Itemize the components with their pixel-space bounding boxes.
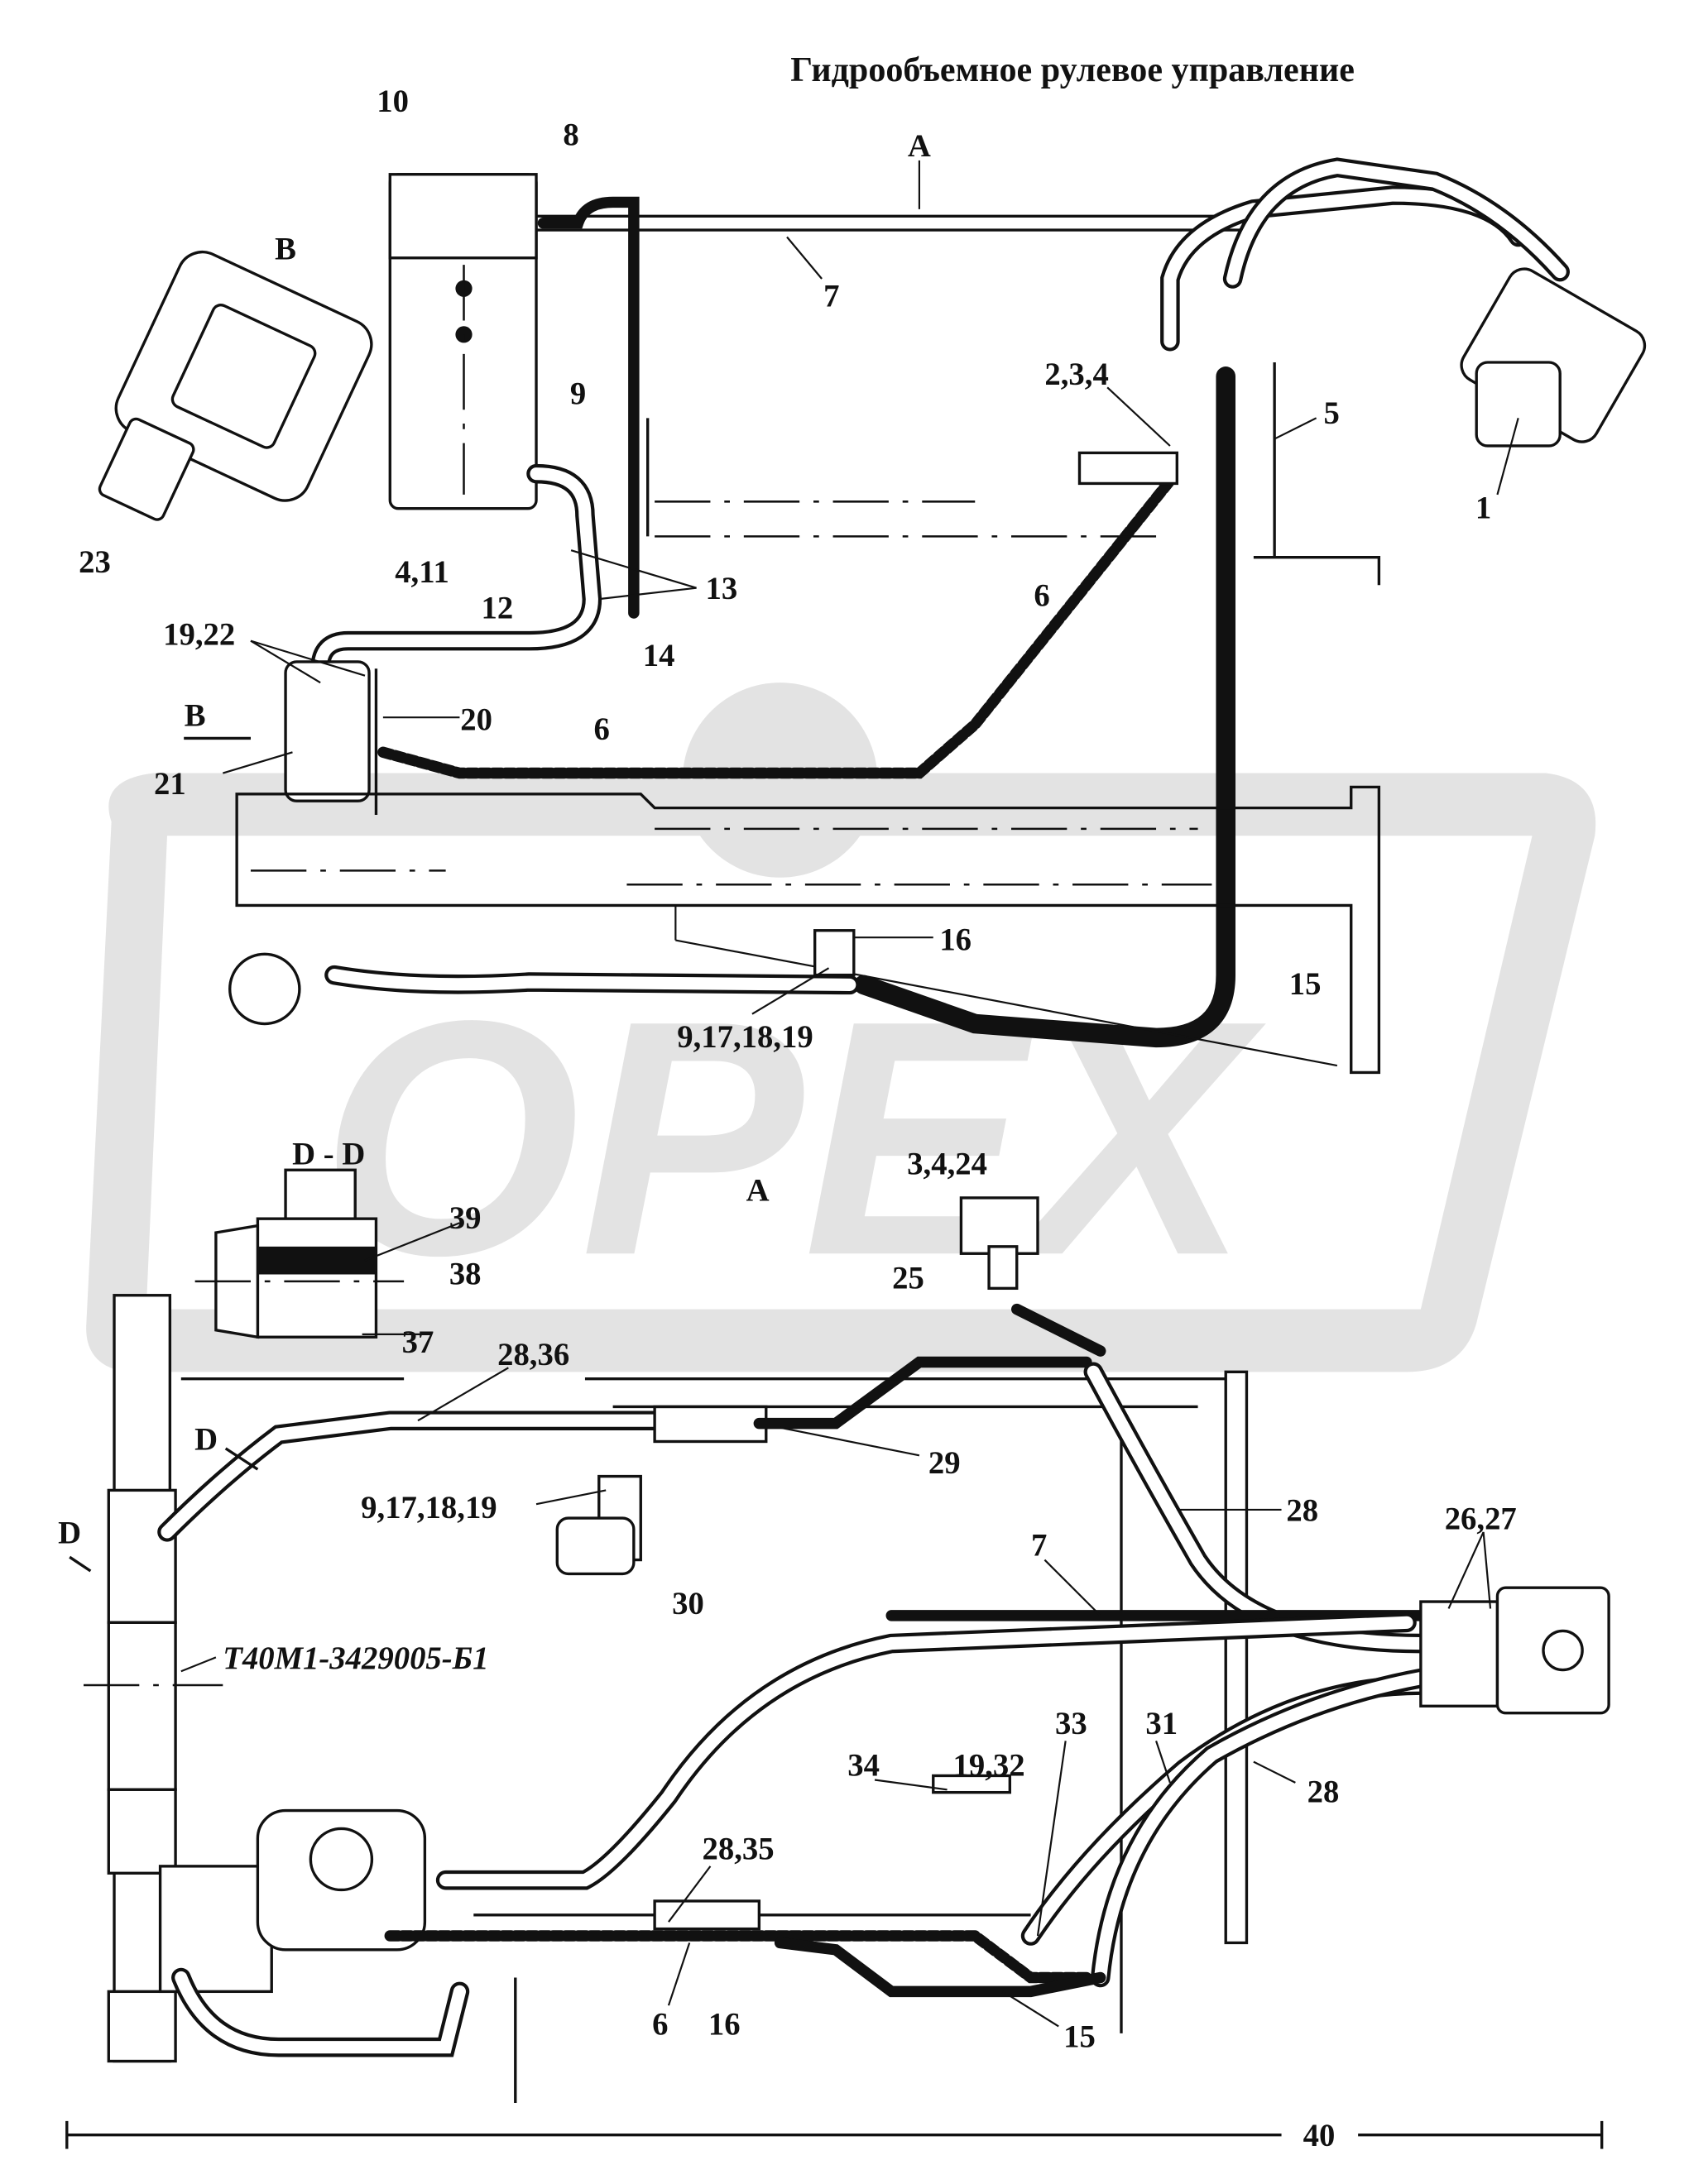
callout-37: 37	[402, 1325, 434, 1360]
callout-6: 6	[1034, 579, 1049, 614]
callout-9: 9	[570, 376, 586, 411]
callout-29: 29	[928, 1446, 961, 1481]
callout-20: 20	[460, 702, 492, 737]
view-a-marker: А	[908, 129, 931, 164]
assembly-designation: Т40М1-3429005-Б1	[223, 1641, 488, 1676]
callout-13: 13	[706, 572, 738, 606]
callout-1: 1	[1475, 491, 1491, 526]
callout-2-3-4: 2,3,4	[1044, 357, 1108, 392]
callout-28: 28	[1286, 1493, 1318, 1528]
callout-34: 34	[847, 1748, 880, 1783]
callout-25: 25	[892, 1261, 924, 1296]
top-assembly	[98, 157, 1647, 1075]
bottom-assembly	[83, 1294, 1610, 2104]
callout-12: 12	[482, 592, 514, 626]
callout-28b: 28	[1307, 1774, 1340, 1809]
callout-39: 39	[449, 1201, 482, 1236]
callout-9-17-18-19b: 9,17,18,19	[361, 1491, 497, 1525]
callout-23: 23	[79, 545, 111, 580]
callout-28-35: 28,35	[703, 1832, 775, 1866]
section-d-d-title: D - D	[292, 1138, 365, 1172]
callouts: 10 8 7 2,3,4 5 9 1 23 4,11 13 6 12 19,22…	[58, 84, 1517, 2055]
callout-10: 10	[377, 84, 409, 119]
callout-19-32: 19,32	[953, 1748, 1025, 1783]
callout-6c: 6	[652, 2008, 668, 2043]
callout-31: 31	[1145, 1707, 1178, 1741]
page-title: Гидрообъемное рулевое управление	[790, 51, 1355, 89]
callout-15b: 15	[1063, 2020, 1096, 2055]
callout-30: 30	[672, 1587, 704, 1621]
callout-21: 21	[154, 767, 186, 802]
callout-16: 16	[939, 922, 972, 957]
callout-3-4-24: 3,4,24	[907, 1147, 987, 1181]
callout-9-17-18-19: 9,17,18,19	[677, 1020, 813, 1055]
callout-15: 15	[1289, 967, 1322, 1002]
view-a-title: А	[746, 1173, 770, 1208]
callout-14: 14	[643, 639, 675, 673]
callout-5: 5	[1323, 396, 1339, 431]
page-footer: 40	[65, 2119, 1604, 2153]
callout-16b: 16	[708, 2008, 741, 2043]
callout-38: 38	[449, 1257, 482, 1291]
watermark-text: OPEX	[320, 951, 1266, 1324]
callout-26-27: 26,27	[1445, 1502, 1517, 1537]
section-d-d	[194, 1168, 405, 1339]
view-b-marker: В	[185, 698, 206, 733]
section-d-marker-1: D	[194, 1423, 218, 1458]
callout-28-36: 28,36	[497, 1338, 569, 1372]
leader-lines	[69, 160, 1519, 2028]
callout-8: 8	[563, 117, 578, 152]
callout-7: 7	[823, 280, 839, 314]
view-b-title: В	[275, 232, 296, 266]
callout-6b: 6	[593, 712, 609, 747]
callout-19-22: 19,22	[163, 618, 235, 653]
callout-33: 33	[1055, 1707, 1087, 1741]
page-number: 40	[1303, 2119, 1336, 2153]
callout-4-11: 4,11	[395, 555, 449, 590]
view-a-clamp	[959, 1196, 1106, 1357]
section-d-marker-2: D	[58, 1516, 81, 1550]
callout-7b: 7	[1031, 1529, 1047, 1564]
